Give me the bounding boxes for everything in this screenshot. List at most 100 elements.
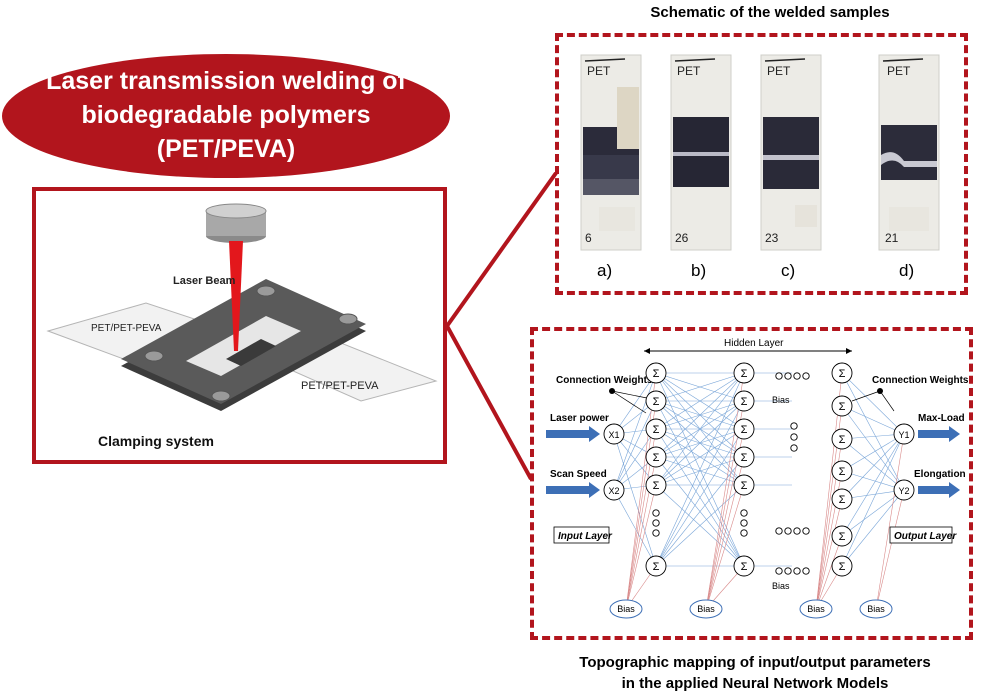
svg-text:X2: X2	[608, 486, 619, 496]
strip-d-letter: d)	[899, 261, 915, 280]
svg-text:Σ: Σ	[839, 494, 846, 506]
connection-line	[841, 433, 905, 567]
connection-line	[625, 372, 657, 610]
connection-line	[655, 372, 745, 458]
input-layer-label: Input Layer	[558, 531, 613, 542]
sum-node: Σ	[831, 460, 853, 482]
ellipsis-dot	[793, 567, 801, 575]
svg-text:Bias: Bias	[867, 604, 885, 614]
svg-text:Y1: Y1	[898, 430, 909, 440]
connection-line	[613, 400, 657, 491]
sum-node: Σ	[733, 418, 755, 440]
bias-node: Bias	[799, 599, 833, 619]
svg-text:Σ: Σ	[839, 368, 846, 380]
bias-label: Bias	[772, 395, 790, 405]
ellipsis-dot	[793, 372, 801, 380]
laser-power-label: Laser power	[550, 413, 609, 424]
hidden-layer-label: Hidden Layer	[724, 338, 784, 349]
bolts	[144, 285, 358, 402]
svg-text:Σ: Σ	[653, 452, 660, 464]
title: Laser transmission welding of biodegrada…	[30, 60, 422, 170]
svg-text:Σ: Σ	[741, 424, 748, 436]
svg-text:Σ: Σ	[839, 401, 846, 413]
title-line-2: biodegradable polymers	[81, 101, 371, 129]
strip-c-bottom-label: 23	[765, 231, 779, 245]
strip-b-letter: b)	[691, 261, 707, 280]
connection-line	[875, 433, 905, 610]
ellipsis-dot	[802, 527, 810, 535]
output-layer-label: Output Layer	[894, 531, 957, 542]
connection-weights-left-label: Connection Weights	[556, 375, 653, 386]
ellipsis-dot	[652, 509, 660, 517]
strip-d-top-label: PET	[887, 64, 911, 78]
clamping-diagram: Laser Beam PET/PET-PEVA PET/PET-PEVA Cla…	[46, 203, 438, 449]
connection-line	[841, 405, 905, 435]
connection-line	[625, 484, 657, 610]
sum-node: Σ	[645, 362, 667, 384]
title-ellipse	[2, 54, 450, 178]
svg-text:Σ: Σ	[839, 531, 846, 543]
ellipsis-dot	[784, 567, 792, 575]
connection-line	[613, 433, 657, 567]
ellipsis-dot	[784, 372, 792, 380]
bias-node: Bias	[609, 599, 643, 619]
output-arrow-2-icon	[918, 482, 960, 498]
samples-panel: PET 6 PET 26 PET 23 P	[555, 33, 968, 295]
neural-network-panel: Hidden Layer Connection Weights Connecti…	[530, 327, 973, 640]
svg-text:Σ: Σ	[839, 561, 846, 573]
material-left-label: PET/PET-PEVA	[91, 323, 162, 334]
connection-line	[655, 372, 745, 430]
svg-text:Bias: Bias	[807, 604, 825, 614]
connection-line	[655, 400, 745, 486]
connection-line	[655, 372, 745, 486]
connection-line	[841, 433, 905, 500]
sum-node: Σ	[831, 525, 853, 547]
connection-line	[613, 489, 657, 567]
connection-line	[613, 372, 657, 435]
ellipsis-dot	[740, 509, 748, 517]
samples-caption: Schematic of the welded samples	[650, 4, 890, 21]
ellipsis-dot	[793, 527, 801, 535]
connection-line	[613, 428, 657, 491]
sum-node: Σ	[831, 362, 853, 384]
bias-node: Bias	[859, 599, 893, 619]
title-line-1: Laser transmission welding of	[46, 67, 406, 95]
strip-b-top-label: PET	[677, 64, 701, 78]
neural-network-diagram: Hidden Layer Connection Weights Connecti…	[546, 338, 969, 619]
strip-d-bottom-label: 21	[885, 231, 899, 245]
max-load-label: Max-Load	[918, 413, 965, 424]
svg-text:Σ: Σ	[741, 480, 748, 492]
ellipsis-dot	[790, 433, 798, 441]
connection-line	[841, 438, 905, 491]
connection-line	[841, 405, 905, 491]
ellipsis-dot	[740, 529, 748, 537]
bias-label: Bias	[772, 581, 790, 591]
strip-c-letter: c)	[781, 261, 796, 280]
sum-node: Σ	[645, 446, 667, 468]
scan-speed-label: Scan Speed	[550, 469, 607, 480]
strip-a-top-label: PET	[587, 64, 611, 78]
connection-weights-right-label: Connection Weights	[872, 375, 969, 386]
strip-c-top-label: PET	[767, 64, 791, 78]
ellipsis-dot	[775, 527, 783, 535]
laser-beam-label: Laser Beam	[173, 275, 236, 287]
clamping-caption: Clamping system	[98, 433, 214, 449]
connection-line	[705, 484, 745, 610]
svg-text:Bias: Bias	[697, 604, 715, 614]
sum-node: Σ	[645, 390, 667, 412]
ellipsis-dot	[784, 527, 792, 535]
strip-b: PET 26	[670, 54, 732, 251]
network-caption-line-1: Topographic mapping of input/output para…	[579, 654, 931, 671]
input-arrow-2-icon	[546, 482, 600, 498]
samples-strips: PET 6 PET 26 PET 23 P	[580, 54, 940, 251]
material-right-label: PET/PET-PEVA	[301, 380, 379, 392]
connection-line	[705, 372, 745, 610]
svg-text:Σ: Σ	[653, 561, 660, 573]
svg-text:Σ: Σ	[839, 466, 846, 478]
bias-node: Bias	[689, 599, 723, 619]
output-node-y2: Y2	[893, 479, 915, 501]
strip-c: PET 23	[760, 54, 822, 251]
connection-line	[875, 489, 905, 610]
ellipsis-dot	[652, 519, 660, 527]
